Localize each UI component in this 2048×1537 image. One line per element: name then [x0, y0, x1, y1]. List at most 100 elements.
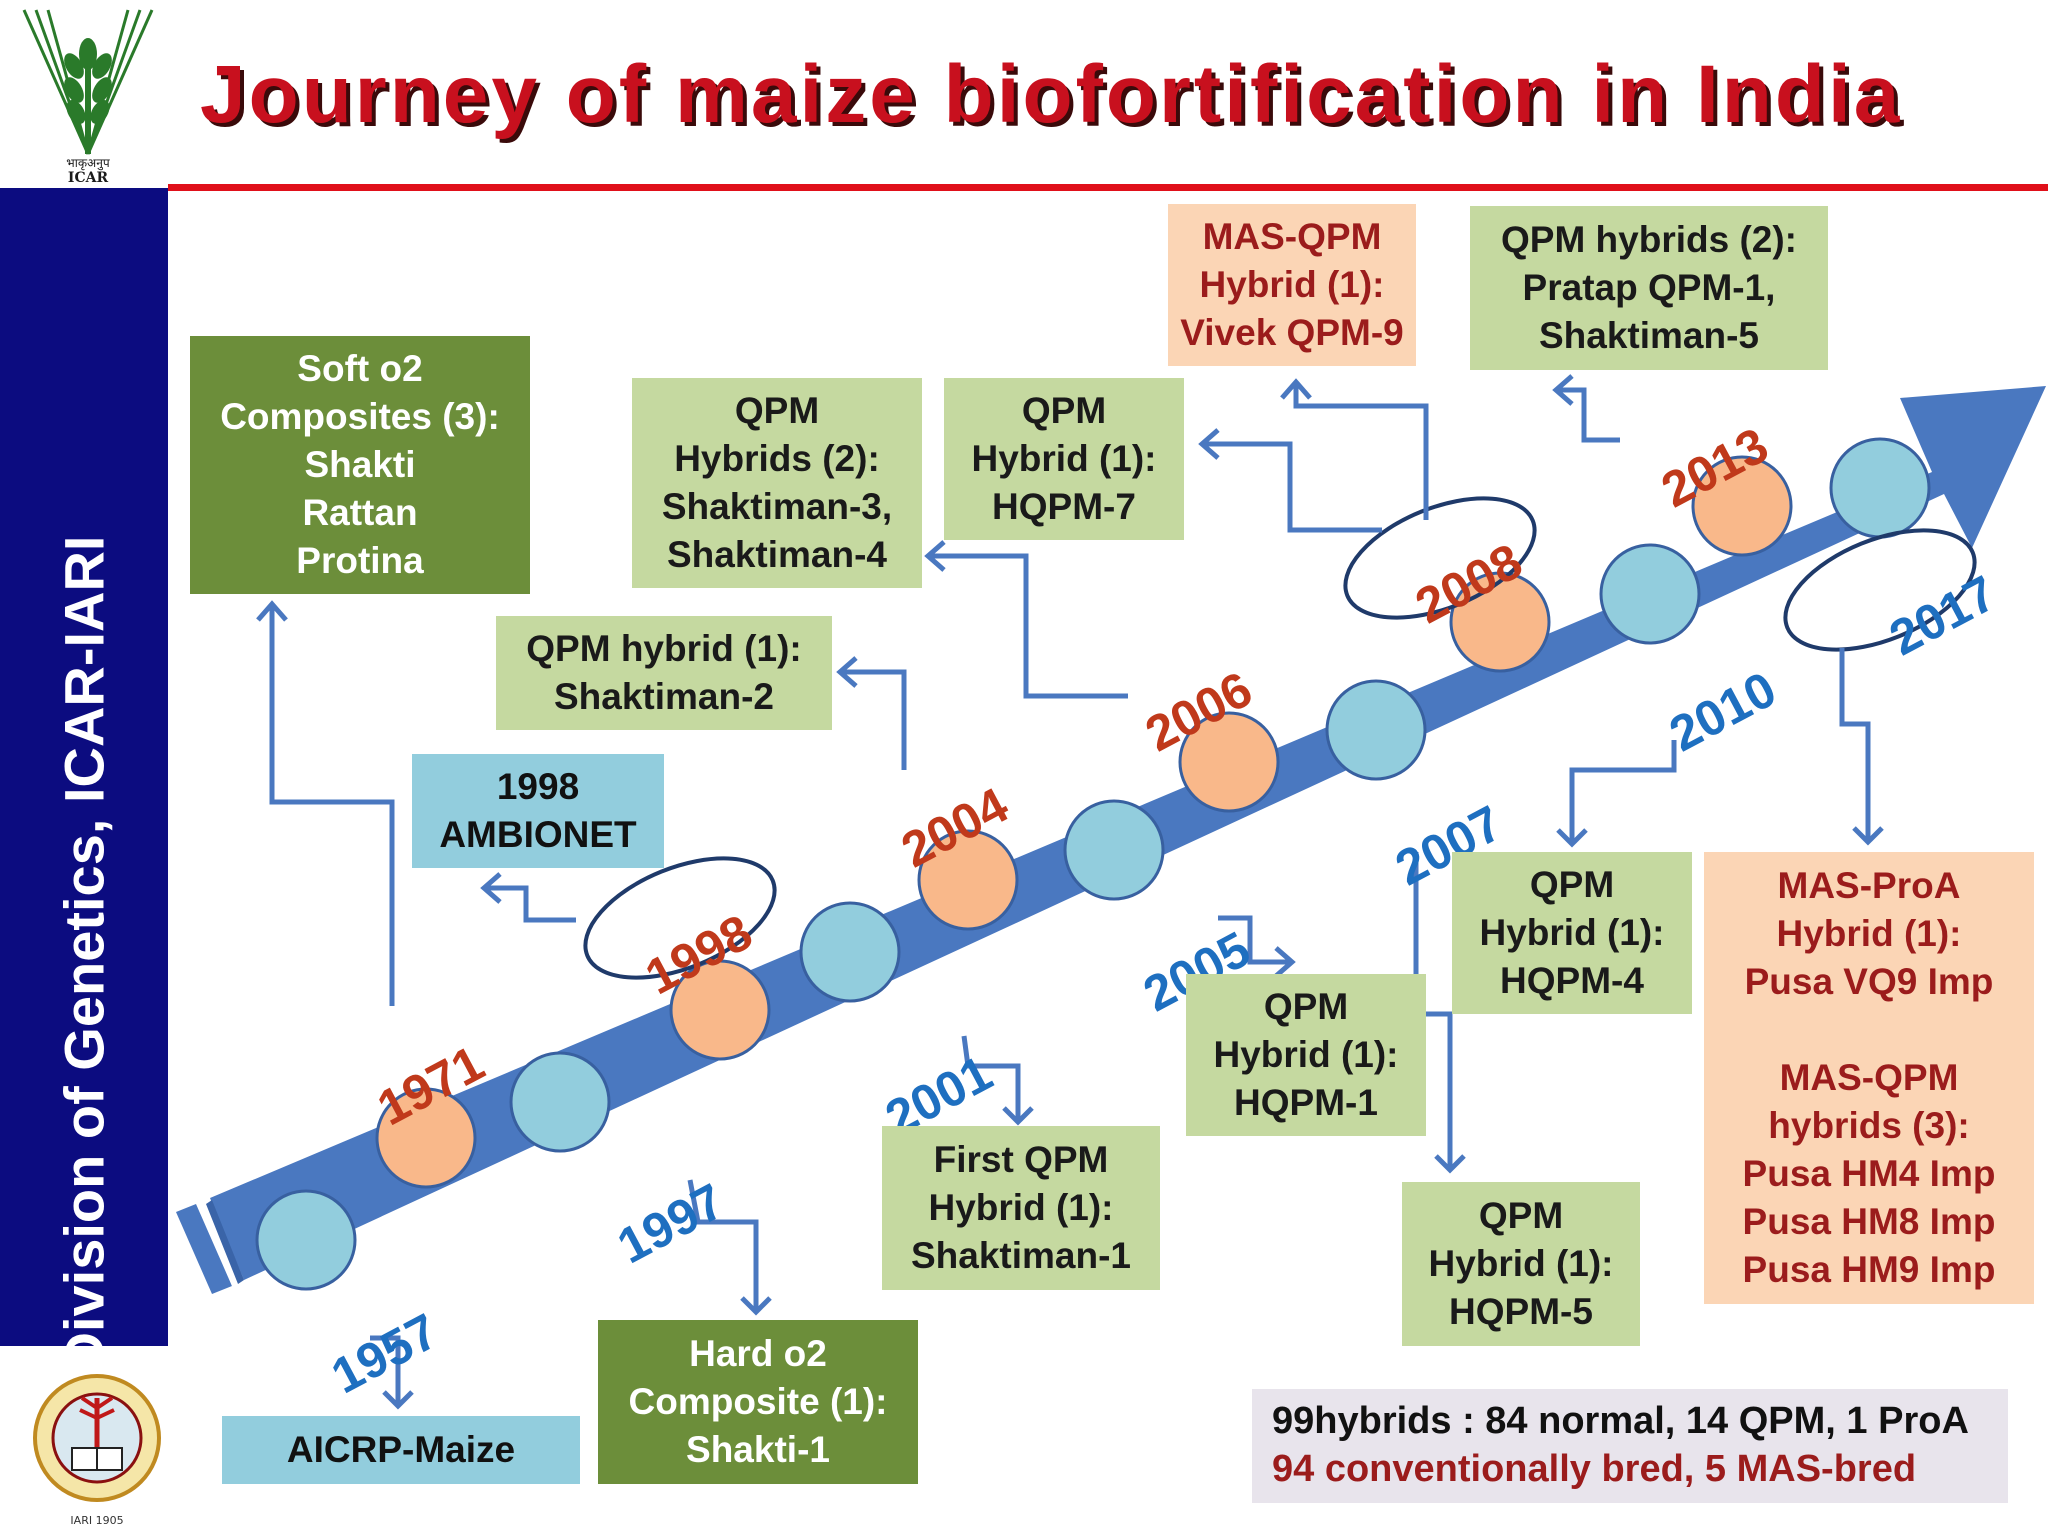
icar-caption: ICAR — [68, 170, 109, 184]
hard-o2-line3: Shakti-1 — [686, 1429, 830, 1470]
circle-2013 — [1691, 455, 1793, 557]
connector-1957 — [370, 1335, 401, 1404]
milestone-circles — [255, 437, 1931, 1291]
iari-emblem: IARI 1905 — [30, 1348, 165, 1532]
box-aicrp-maize: AICRP-Maize — [222, 1416, 580, 1484]
box-hqpm-5: QPM Hybrid (1): HQPM-5 — [1402, 1182, 1640, 1346]
hqpm7-line2: Hybrid (1): — [971, 438, 1157, 479]
box-ambionet: 1998 AMBIONET — [412, 754, 664, 868]
circle-2004 — [917, 829, 1019, 931]
hqpm1-line2: Hybrid (1): — [1213, 1034, 1399, 1075]
page-title: Journey of maize biofortification in Ind… — [200, 49, 1903, 140]
mas-2017-line3: Pusa VQ9 Imp — [1744, 961, 1994, 1002]
hqpm4-line2: Hybrid (1): — [1479, 912, 1665, 953]
ambionet-line1: 1998 — [496, 766, 580, 807]
hqpm5-line2: Hybrid (1): — [1428, 1243, 1614, 1284]
box-hqpm-1: QPM Hybrid (1): HQPM-1 — [1186, 974, 1426, 1136]
soft-o2-line4: Rattan — [302, 492, 418, 533]
qpm-2013-line2: Pratap QPM-1, — [1522, 267, 1776, 308]
qpm-2004-line1: QPM hybrid (1): — [526, 628, 802, 669]
connector-1997 — [687, 1179, 759, 1310]
first-qpm-line1: First QPM — [933, 1139, 1109, 1180]
sidebar: Division of Genetics, ICAR-IARI — [0, 188, 168, 1373]
circle-2001 — [799, 901, 901, 1003]
connector-2008b — [1293, 384, 1429, 520]
box-qpm-hybrids-2013: QPM hybrids (2): Pratap QPM-1, Shaktiman… — [1470, 206, 1828, 370]
hqpm4-line3: HQPM-4 — [1500, 960, 1644, 1001]
box-mas-hybrids-2017: MAS-ProA Hybrid (1): Pusa VQ9 Imp MAS-QP… — [1704, 852, 2034, 1304]
mas-2017-line4: MAS-QPM — [1779, 1057, 1959, 1098]
oval-2008 — [1343, 496, 1537, 620]
circle-1957 — [255, 1189, 357, 1291]
oval-1998 — [583, 856, 777, 980]
aicrp-line1: AICRP-Maize — [286, 1429, 516, 1470]
mas-qpm-2008-line1: MAS-QPM — [1202, 216, 1382, 257]
box-soft-o2: Soft o2 Composites (3): Shakti Rattan Pr… — [190, 336, 530, 594]
first-qpm-line3: Shaktiman-1 — [910, 1235, 1131, 1276]
hqpm7-line3: HQPM-7 — [992, 486, 1136, 527]
oval-2017 — [1783, 528, 1977, 652]
connector-2010 — [1569, 740, 1677, 842]
hqpm4-line1: QPM — [1529, 864, 1615, 905]
summary-stats-box: 99hybrids : 84 normal, 14 QPM, 1 ProA 94… — [1252, 1389, 2008, 1503]
connector-2001 — [961, 1035, 1021, 1120]
circle-2010 — [1599, 543, 1701, 645]
box-qpm-hybrid-2004: QPM hybrid (1): Shaktiman-2 — [496, 616, 832, 730]
connector-2017 — [1839, 648, 1871, 840]
circle-2006 — [1178, 711, 1280, 813]
ambionet-line2: AMBIONET — [439, 814, 637, 855]
soft-o2-line1: Soft o2 — [297, 348, 423, 389]
box-hqpm-7: QPM Hybrid (1): HQPM-7 — [944, 378, 1184, 540]
qpm-2004-line2: Shaktiman-2 — [553, 676, 774, 717]
circle-1997 — [509, 1051, 611, 1153]
hqpm1-line1: QPM — [1263, 986, 1349, 1027]
stats-line2: 94 conventionally bred, 5 MAS-bred — [1272, 1448, 1917, 1490]
title-underline — [168, 184, 2048, 191]
connectors — [269, 384, 1871, 1404]
mas-qpm-2008-line2: Hybrid (1): — [1199, 264, 1385, 305]
circle-1971 — [375, 1087, 477, 1189]
mas-2017-line5: hybrids (3): — [1768, 1105, 1970, 1146]
mas-2017-line2: Hybrid (1): — [1776, 913, 1962, 954]
qpm-2006-line1: QPM — [734, 390, 820, 431]
arrowheads — [256, 374, 1884, 1410]
year-ovals — [583, 496, 1977, 980]
connector-2007 — [1413, 852, 1453, 1168]
hqpm5-line1: QPM — [1478, 1195, 1564, 1236]
qpm-2006-line4: Shaktiman-4 — [666, 534, 887, 575]
mas-qpm-2008-line3: Vivek QPM-9 — [1180, 312, 1404, 353]
circle-1998 — [669, 959, 771, 1061]
mas-2017-line8: Pusa HM9 Imp — [1742, 1249, 1996, 1290]
connector-1998 — [484, 885, 576, 923]
box-hqpm-4: QPM Hybrid (1): HQPM-4 — [1452, 852, 1692, 1014]
mas-2017-line1: MAS-ProA — [1777, 865, 1961, 906]
first-qpm-line2: Hybrid (1): — [928, 1187, 1114, 1228]
box-qpm-hybrids-2006: QPM Hybrids (2): Shaktiman-3, Shaktiman-… — [632, 378, 922, 588]
mas-2017-line7: Pusa HM8 Imp — [1742, 1201, 1996, 1242]
hqpm5-line3: HQPM-5 — [1449, 1291, 1593, 1332]
icar-hindi-caption: भाकृअनुप — [66, 156, 110, 171]
connector-2004 — [840, 669, 907, 770]
connector-2005 — [1218, 915, 1290, 965]
hard-o2-line2: Composite (1): — [628, 1381, 888, 1422]
hqpm7-line1: QPM — [1021, 390, 1107, 431]
connector-2008a — [1202, 441, 1382, 533]
soft-o2-line3: Shakti — [304, 444, 416, 485]
connector-2006 — [928, 553, 1128, 699]
soft-o2-line2: Composites (3): — [220, 396, 500, 437]
hard-o2-line1: Hard o2 — [689, 1333, 827, 1374]
connector-2013 — [1556, 387, 1620, 443]
iari-year-caption: IARI 1905 — [70, 1514, 123, 1527]
circle-2005 — [1063, 799, 1165, 901]
hqpm1-line3: HQPM-1 — [1234, 1082, 1378, 1123]
box-mas-qpm-2008: MAS-QPM Hybrid (1): Vivek QPM-9 — [1168, 204, 1416, 366]
icar-logo: भाकृअनुप ICAR — [10, 4, 166, 186]
circle-2017 — [1829, 437, 1931, 539]
qpm-2013-line1: QPM hybrids (2): — [1500, 219, 1798, 260]
circle-2007 — [1325, 679, 1427, 781]
box-hard-o2: Hard o2 Composite (1): Shakti-1 — [598, 1320, 918, 1484]
soft-o2-line5: Protina — [296, 540, 424, 581]
qpm-2006-line2: Hybrids (2): — [674, 438, 880, 479]
qpm-2013-line3: Shaktiman-5 — [1538, 315, 1759, 356]
